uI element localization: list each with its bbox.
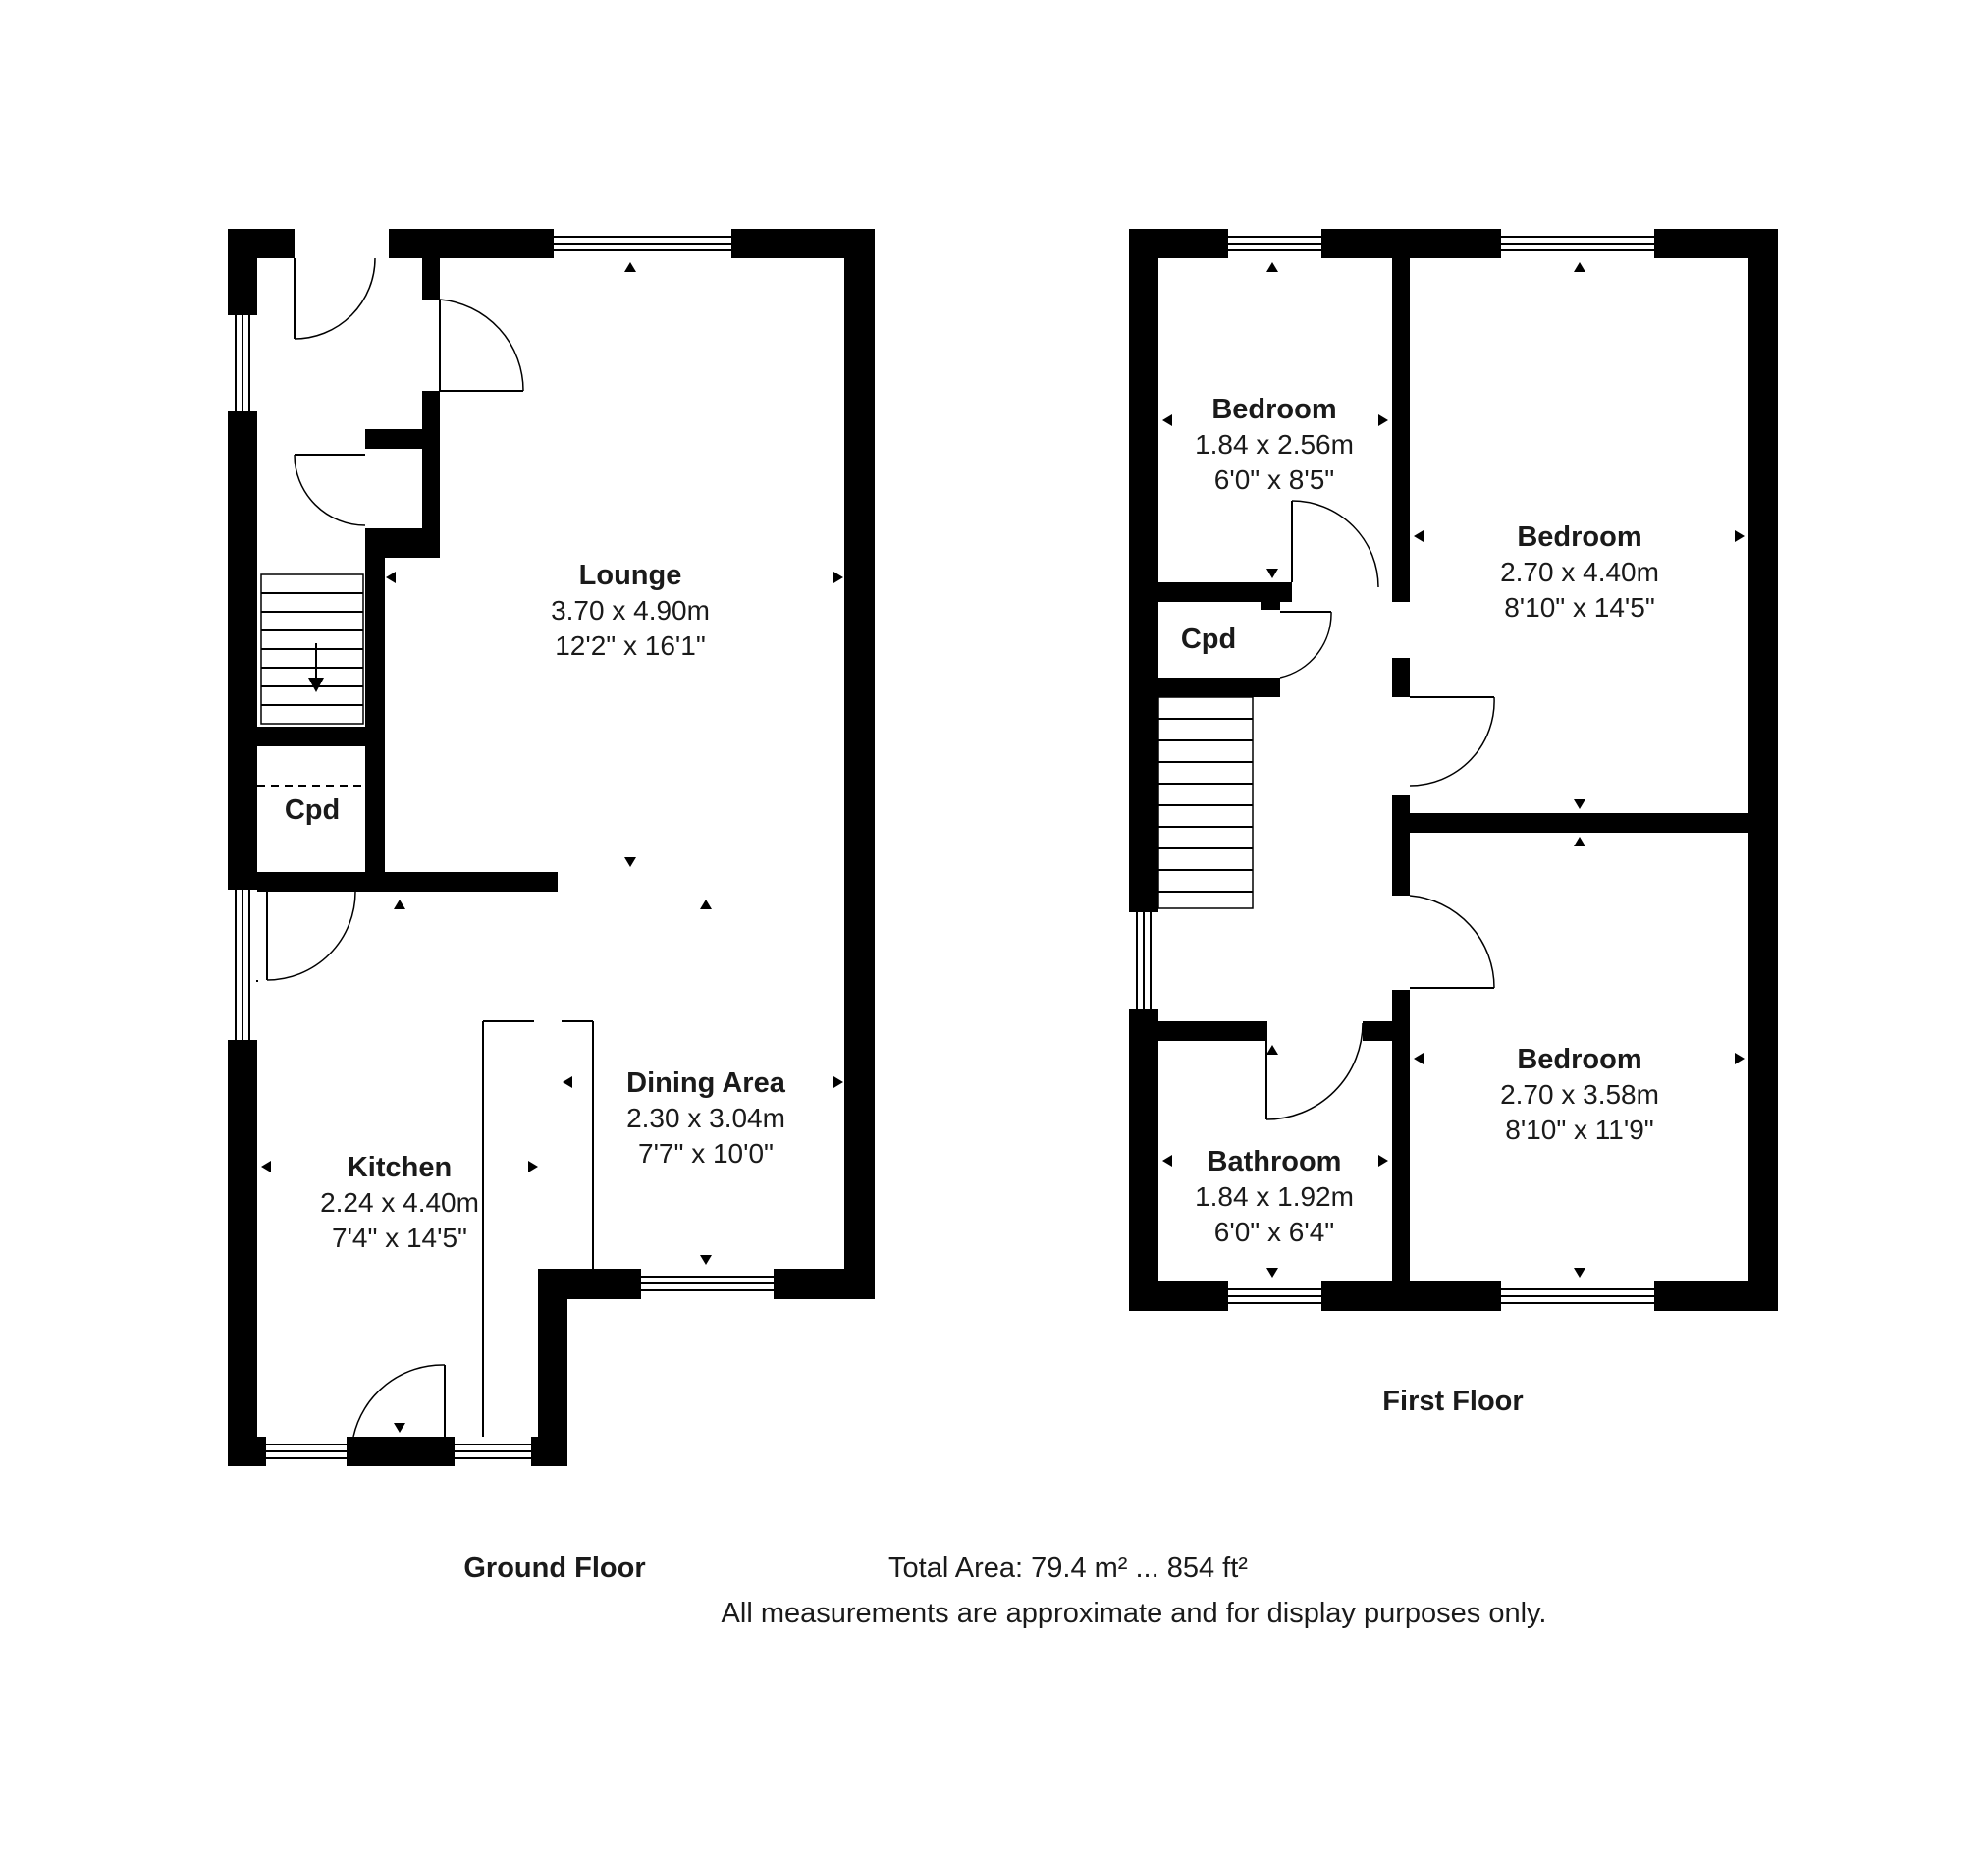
first-floor-stairs bbox=[1157, 696, 1254, 909]
kitchen-imperial: 7'4" x 14'5" bbox=[332, 1223, 467, 1253]
lounge-metric: 3.70 x 4.90m bbox=[551, 595, 710, 626]
bedroom-large-imperial: 8'10" x 14'5" bbox=[1504, 592, 1655, 623]
dining-area-imperial: 7'7" x 10'0" bbox=[638, 1138, 774, 1169]
first-cupboard-label: Cpd bbox=[1181, 624, 1236, 655]
bedroom-large-metric: 2.70 x 4.40m bbox=[1500, 557, 1659, 587]
first-floor-dimension-markers bbox=[1162, 262, 1745, 1278]
total-area: Total Area: 79.4 m² ... 854 ft² bbox=[888, 1553, 1248, 1584]
bathroom-name: Bathroom bbox=[1208, 1146, 1342, 1177]
first-floor-doors bbox=[1265, 500, 1495, 1120]
bedroom-small-metric: 1.84 x 2.56m bbox=[1195, 429, 1354, 460]
ground-floor-walls bbox=[228, 229, 875, 1466]
first-floor-title: First Floor bbox=[1382, 1386, 1523, 1417]
footer: Total Area: 79.4 m² ... 854 ft² All meas… bbox=[722, 1553, 1547, 1629]
bathroom-label: Bathroom 1.84 x 1.92m 6'0" x 6'4" bbox=[1195, 1146, 1354, 1247]
kitchen-label: Kitchen 2.24 x 4.40m 7'4" x 14'5" bbox=[320, 1152, 479, 1253]
lounge-imperial: 12'2" x 16'1" bbox=[555, 630, 706, 661]
lounge-name: Lounge bbox=[579, 560, 682, 591]
disclaimer: All measurements are approximate and for… bbox=[722, 1598, 1547, 1629]
bedroom-rear-imperial: 8'10" x 11'9" bbox=[1505, 1115, 1653, 1145]
dining-area-label: Dining Area 2.30 x 3.04m 7'7" x 10'0" bbox=[626, 1067, 786, 1169]
first-floor-plan: Bedroom 1.84 x 2.56m 6'0" x 8'5" Bedroom… bbox=[1129, 229, 1778, 1417]
bathroom-imperial: 6'0" x 6'4" bbox=[1214, 1217, 1334, 1247]
stair-arrow-head bbox=[308, 678, 324, 692]
kitchen-name: Kitchen bbox=[348, 1152, 452, 1183]
bedroom-small-name: Bedroom bbox=[1211, 394, 1336, 425]
ground-floor-windows bbox=[228, 229, 776, 1466]
bedroom-rear-name: Bedroom bbox=[1517, 1044, 1641, 1075]
bedroom-rear-label: Bedroom 2.70 x 3.58m 8'10" x 11'9" bbox=[1500, 1044, 1659, 1145]
dining-area-name: Dining Area bbox=[626, 1067, 786, 1099]
ground-floor-title: Ground Floor bbox=[463, 1553, 645, 1584]
bathroom-metric: 1.84 x 1.92m bbox=[1195, 1181, 1354, 1212]
ground-floor-dimension-markers bbox=[261, 262, 843, 1433]
kitchen-metric: 2.24 x 4.40m bbox=[320, 1187, 479, 1218]
lounge-label: Lounge 3.70 x 4.90m 12'2" x 16'1" bbox=[551, 560, 710, 661]
bedroom-large-name: Bedroom bbox=[1517, 521, 1641, 553]
bedroom-rear-metric: 2.70 x 3.58m bbox=[1500, 1079, 1659, 1110]
ground-cupboard-label: Cpd bbox=[285, 794, 340, 826]
bedroom-small-label: Bedroom 1.84 x 2.56m 6'0" x 8'5" bbox=[1195, 394, 1354, 495]
first-floor-windows bbox=[1129, 229, 1656, 1311]
ground-floor-stairs bbox=[260, 573, 364, 725]
bedroom-large-label: Bedroom 2.70 x 4.40m 8'10" x 14'5" bbox=[1500, 521, 1659, 623]
ground-floor-doors bbox=[256, 257, 524, 1438]
kitchen-units bbox=[482, 1020, 594, 1437]
bedroom-small-imperial: 6'0" x 8'5" bbox=[1214, 464, 1334, 495]
dining-area-metric: 2.30 x 3.04m bbox=[626, 1103, 785, 1133]
ground-floor-plan: Lounge 3.70 x 4.90m 12'2" x 16'1" Dining… bbox=[228, 229, 875, 1584]
